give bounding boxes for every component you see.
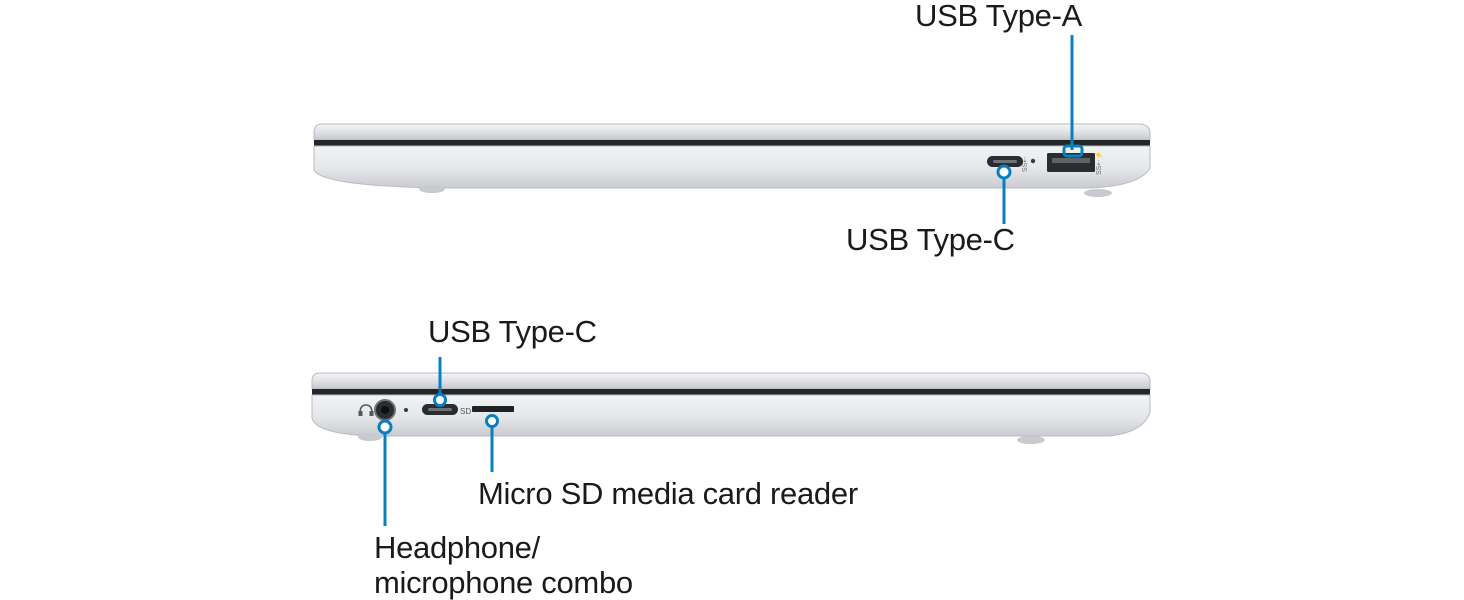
label-headphone-line1: Headphone/ bbox=[374, 530, 540, 565]
headset-icon bbox=[358, 404, 374, 416]
usb-c-port-icon bbox=[422, 404, 458, 415]
usb-c-port-mark: SS⇠ bbox=[1022, 157, 1029, 172]
usb-c-port-icon bbox=[987, 156, 1023, 167]
micro-sd-slot-icon bbox=[472, 406, 514, 412]
usb-a-port-mark: SS⇠⚡ bbox=[1094, 151, 1103, 175]
led-indicator-icon bbox=[1030, 158, 1036, 164]
label-usb-type-c-left: USB Type-C bbox=[428, 314, 597, 349]
usb-a-port-icon bbox=[1047, 153, 1095, 172]
label-headphone-line2: microphone combo bbox=[374, 565, 633, 600]
label-usb-type-c-right: USB Type-C bbox=[846, 222, 1015, 257]
sd-port-mark: SD bbox=[460, 407, 471, 416]
label-headphone-mic-combo: Headphone/ microphone combo bbox=[374, 530, 633, 600]
leader-line-audio bbox=[377, 419, 393, 526]
label-micro-sd-reader: Micro SD media card reader bbox=[478, 476, 858, 511]
leader-line-usb-a bbox=[1062, 35, 1084, 158]
leader-line-usb-c-left bbox=[433, 357, 447, 407]
led-indicator-icon bbox=[404, 408, 408, 412]
audio-jack-icon bbox=[374, 399, 396, 421]
laptop-left-side bbox=[311, 357, 1151, 526]
leader-line-micro-sd bbox=[485, 414, 499, 472]
label-usb-type-a: USB Type-A bbox=[915, 0, 1083, 33]
leader-line-usb-c-right bbox=[996, 164, 1012, 224]
laptop-right-side bbox=[313, 35, 1151, 224]
